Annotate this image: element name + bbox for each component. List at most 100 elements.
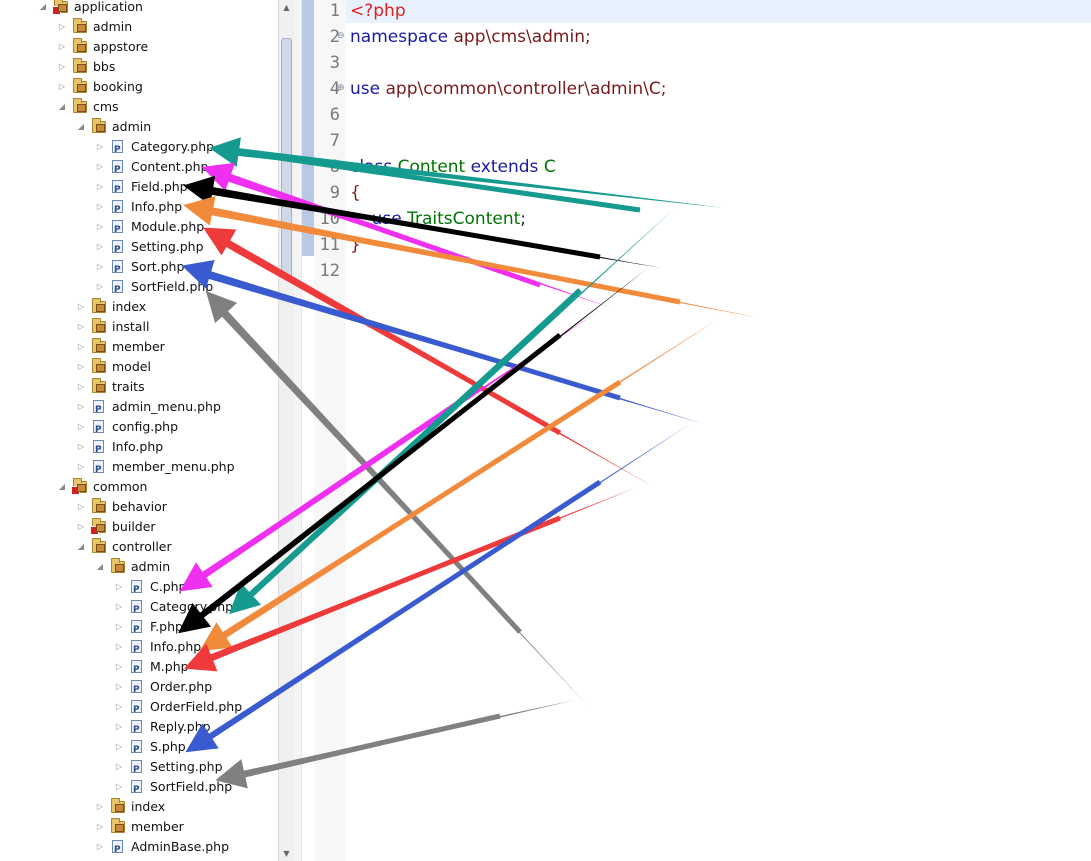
collapsed-arrow-icon[interactable]: ▷ — [77, 422, 85, 431]
tree-item-cms-admin[interactable]: ◢ admin — [0, 117, 278, 137]
collapsed-arrow-icon[interactable]: ▷ — [96, 822, 104, 831]
collapsed-arrow-icon[interactable]: ▷ — [115, 702, 123, 711]
scroll-up-icon[interactable]: ▲ — [283, 3, 290, 12]
php-file-icon — [112, 220, 123, 240]
scroll-down-icon[interactable]: ▼ — [283, 849, 290, 858]
tree-item-file[interactable]: ▷ admin_menu.php — [0, 397, 278, 420]
collapsed-arrow-icon[interactable]: ▷ — [77, 462, 85, 471]
collapsed-arrow-icon[interactable]: ▷ — [115, 582, 123, 591]
tree-item-file[interactable]: ▷ OrderField.php — [0, 697, 278, 720]
collapsed-arrow-icon[interactable]: ▷ — [96, 202, 104, 211]
collapsed-arrow-icon[interactable]: ▷ — [96, 282, 104, 291]
tree-item-file[interactable]: ▷ Reply.php — [0, 717, 278, 740]
collapsed-arrow-icon[interactable]: ▷ — [77, 402, 85, 411]
tree-item-behavior[interactable]: ▷ behavior — [0, 497, 278, 517]
tree-item-file[interactable]: ▷ Field.php — [0, 177, 278, 200]
use-value: app\common\controller\admin\C; — [385, 79, 667, 99]
tree-item-file[interactable]: ▷ member_menu.php — [0, 457, 278, 480]
fold-expand-icon[interactable]: ⊕ — [337, 83, 345, 93]
tree-item-file[interactable]: ▷ Category.php — [0, 597, 278, 620]
tree-item-file[interactable]: ▷ Info.php — [0, 437, 278, 460]
line-number: 4 — [329, 79, 340, 99]
tree-item-install[interactable]: ▷ install — [0, 317, 278, 337]
collapsed-arrow-icon[interactable]: ▷ — [77, 502, 85, 511]
tree-item-bbs[interactable]: ▷ bbs — [0, 57, 278, 77]
collapsed-arrow-icon[interactable]: ▷ — [96, 262, 104, 271]
code-editor[interactable] — [346, 0, 1091, 861]
tree-item-model[interactable]: ▷ model — [0, 357, 278, 377]
tree-item-common[interactable]: ◢ common — [0, 477, 278, 497]
tree-scrollbar[interactable]: ▲ ▼ — [278, 0, 294, 861]
tree-item-application[interactable]: ◢ application — [0, 0, 278, 17]
collapsed-arrow-icon[interactable]: ▷ — [115, 782, 123, 791]
tree-item-file[interactable]: ▷ Module.php — [0, 217, 278, 240]
scrollbar-thumb[interactable] — [281, 38, 292, 278]
tree-item-controller[interactable]: ◢ controller — [0, 537, 278, 557]
tree-item-cms[interactable]: ◢ cms — [0, 97, 278, 117]
collapsed-arrow-icon[interactable]: ▷ — [58, 42, 66, 51]
collapsed-arrow-icon[interactable]: ▷ — [115, 762, 123, 771]
tree-item-file[interactable]: ▷ C.php — [0, 577, 278, 600]
collapsed-arrow-icon[interactable]: ▷ — [96, 142, 104, 151]
tree-item-file[interactable]: ▷ SortField.php — [0, 777, 278, 800]
collapsed-arrow-icon[interactable]: ▷ — [77, 522, 85, 531]
collapsed-arrow-icon[interactable]: ▷ — [77, 322, 85, 331]
expanded-arrow-icon[interactable]: ◢ — [96, 562, 104, 571]
tree-item-controller-member[interactable]: ▷ member — [0, 817, 278, 837]
collapsed-arrow-icon[interactable]: ▷ — [58, 82, 66, 91]
collapsed-arrow-icon[interactable]: ▷ — [96, 842, 104, 851]
collapsed-arrow-icon[interactable]: ▷ — [77, 382, 85, 391]
tree-item-file[interactable]: ▷ Category.php — [0, 137, 278, 160]
collapsed-arrow-icon[interactable]: ▷ — [115, 722, 123, 731]
tree-item-booking[interactable]: ▷ booking — [0, 77, 278, 97]
tree-item-traits[interactable]: ▷ traits — [0, 377, 278, 397]
collapsed-arrow-icon[interactable]: ▷ — [115, 642, 123, 651]
tree-item-controller-admin[interactable]: ◢ admin — [0, 557, 278, 577]
collapsed-arrow-icon[interactable]: ▷ — [96, 182, 104, 191]
collapsed-arrow-icon[interactable]: ▷ — [58, 62, 66, 71]
tree-item-file[interactable]: ▷ Info.php — [0, 197, 278, 220]
collapsed-arrow-icon[interactable]: ▷ — [115, 602, 123, 611]
tree-item-file[interactable]: ▷ Setting.php — [0, 237, 278, 260]
collapsed-arrow-icon[interactable]: ▷ — [115, 622, 123, 631]
expanded-arrow-icon[interactable]: ◢ — [77, 122, 85, 131]
collapsed-arrow-icon[interactable]: ▷ — [115, 742, 123, 751]
tree-item-file[interactable]: ▷ M.php — [0, 657, 278, 680]
tree-item-file[interactable]: ▷ Content.php — [0, 157, 278, 180]
tree-item-file[interactable]: ▷ AdminBase.php — [0, 837, 278, 860]
tree-item-file[interactable]: ▷ SortField.php — [0, 277, 278, 300]
collapsed-arrow-icon[interactable]: ▷ — [77, 442, 85, 451]
collapsed-arrow-icon[interactable]: ▷ — [96, 162, 104, 171]
collapsed-arrow-icon[interactable]: ▷ — [115, 662, 123, 671]
tree-item-controller-index[interactable]: ▷ index — [0, 797, 278, 817]
expanded-arrow-icon[interactable]: ◢ — [77, 542, 85, 551]
collapsed-arrow-icon[interactable]: ▷ — [58, 22, 66, 31]
tree-item-builder[interactable]: ▷ builder — [0, 517, 278, 537]
collapsed-arrow-icon[interactable]: ▷ — [77, 362, 85, 371]
tree-item-admin[interactable]: ▷ admin — [0, 17, 278, 37]
tree-item-file[interactable]: ▷ Sort.php — [0, 257, 278, 280]
tree-item-file[interactable]: ▷ config.php — [0, 417, 278, 440]
tree-item-member[interactable]: ▷ member — [0, 337, 278, 357]
expanded-arrow-icon[interactable]: ◢ — [58, 102, 66, 111]
tree-item-appstore[interactable]: ▷ appstore — [0, 37, 278, 57]
expanded-arrow-icon[interactable]: ◢ — [58, 482, 66, 491]
expanded-arrow-icon[interactable]: ◢ — [39, 2, 47, 11]
code-line-9: { — [350, 180, 361, 206]
collapsed-arrow-icon[interactable]: ▷ — [96, 222, 104, 231]
code-line-10: use TraitsContent; — [350, 206, 526, 232]
tree-item-file[interactable]: ▷ Setting.php — [0, 757, 278, 780]
tree-item-file[interactable]: ▷ S.php — [0, 737, 278, 760]
collapsed-arrow-icon[interactable]: ▷ — [77, 342, 85, 351]
tree-item-index[interactable]: ▷ index — [0, 297, 278, 317]
tree-item-file[interactable]: ▷ Order.php — [0, 677, 278, 700]
tree-item-label: S.php — [150, 739, 186, 754]
php-file-icon — [93, 400, 104, 420]
collapsed-arrow-icon[interactable]: ▷ — [115, 682, 123, 691]
collapsed-arrow-icon[interactable]: ▷ — [77, 302, 85, 311]
collapsed-arrow-icon[interactable]: ▷ — [96, 802, 104, 811]
tree-item-file[interactable]: ▷ F.php — [0, 617, 278, 640]
tree-item-file[interactable]: ▷ Info.php — [0, 637, 278, 660]
collapsed-arrow-icon[interactable]: ▷ — [96, 242, 104, 251]
fold-collapse-icon[interactable]: ⊖ — [337, 31, 345, 41]
